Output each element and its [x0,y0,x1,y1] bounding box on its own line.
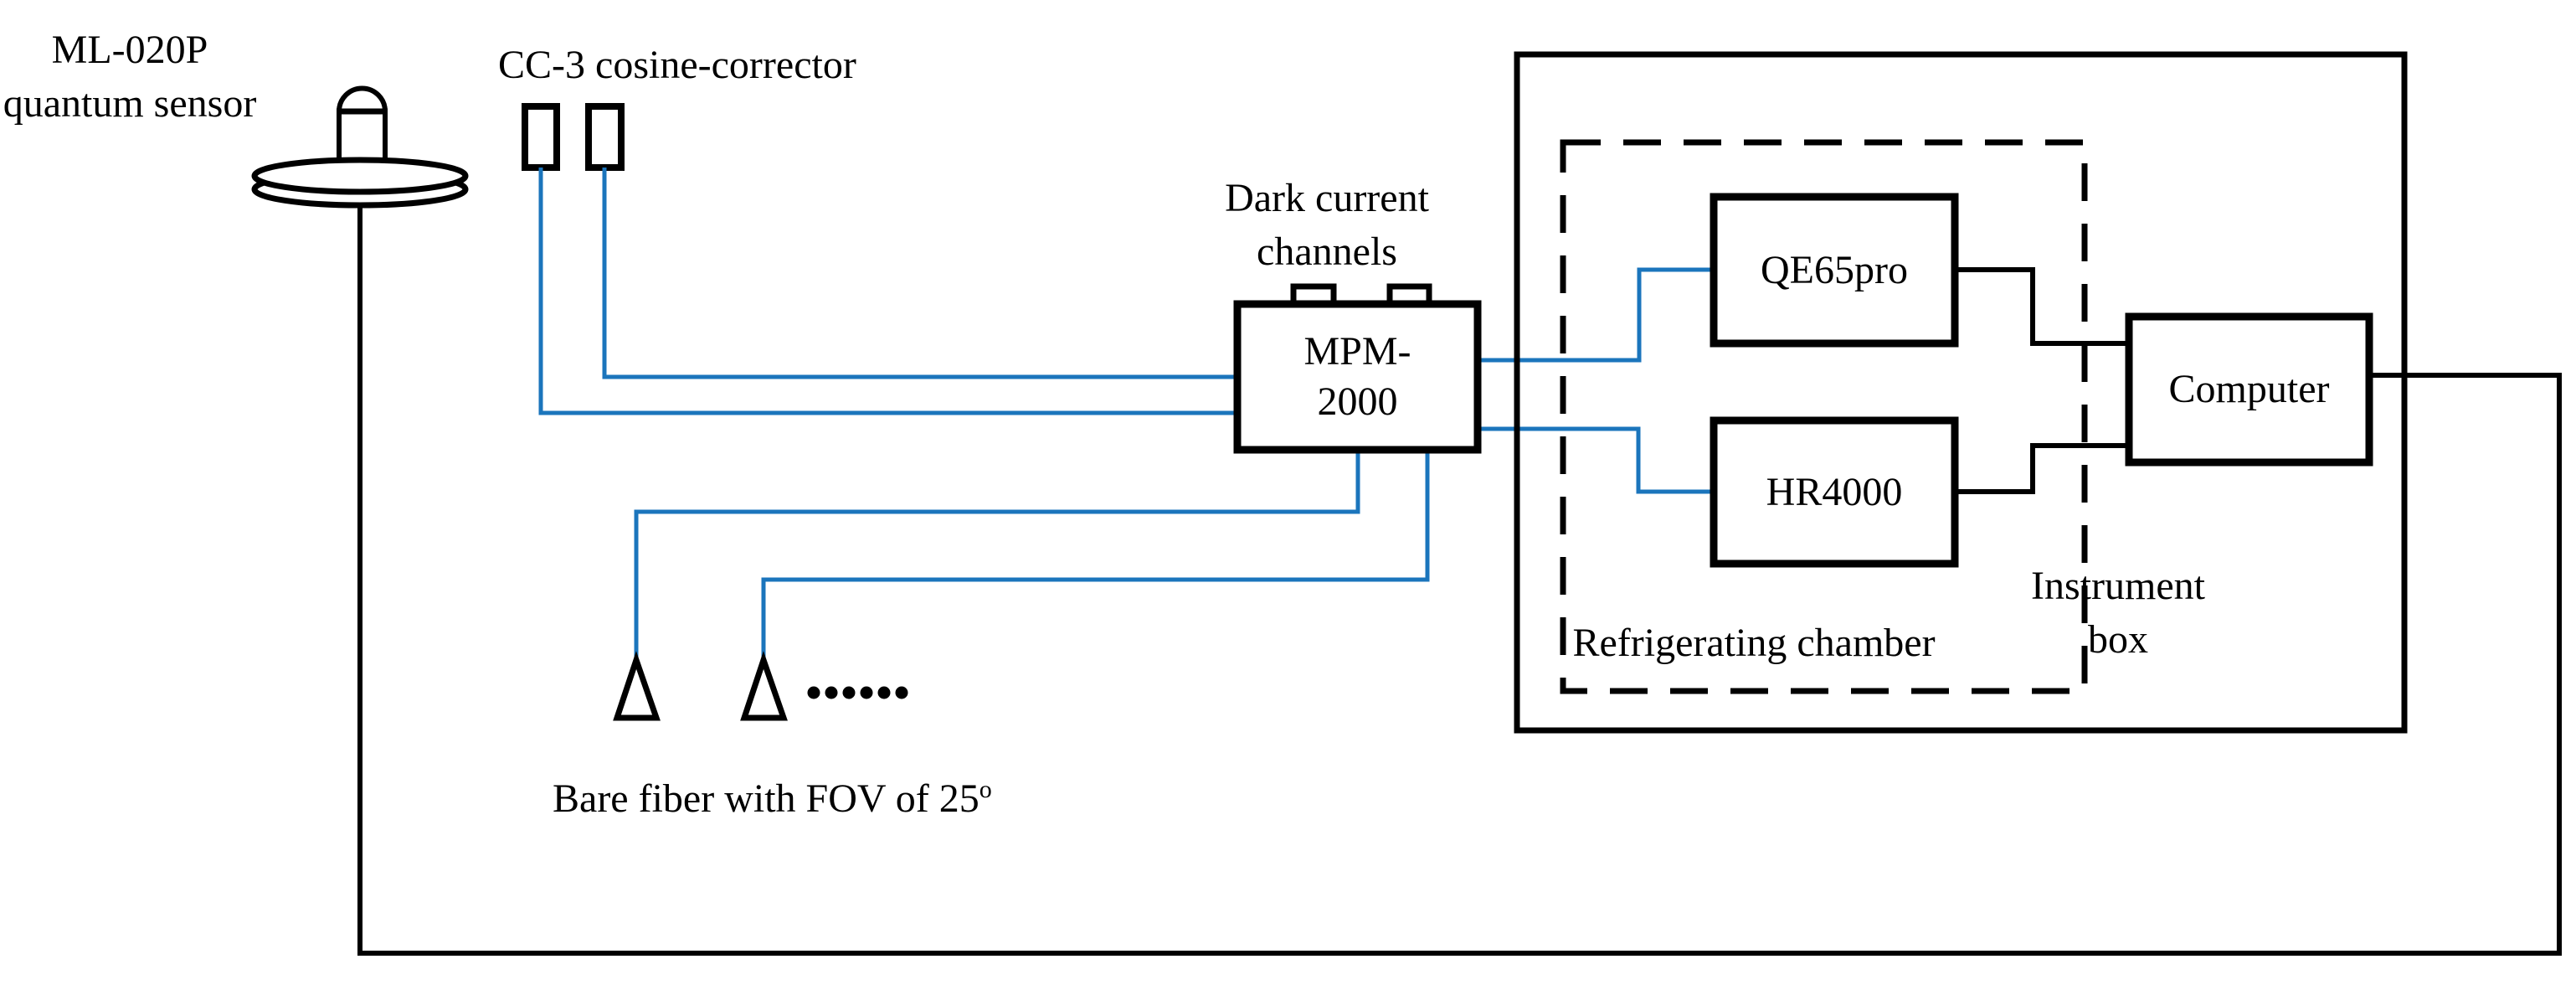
qe65pro-box [1710,193,1959,348]
bare-fiber-degree-mark: o [979,776,992,803]
computer-box-label: Computer [2168,367,2330,411]
instrument-box-label-line1: Instrument [2031,564,2205,608]
sensor-dome [336,85,388,114]
bare-fiber-triangle-1 [613,651,661,721]
instrument-box-outline [1514,51,2408,734]
quantum-sensor-figure [251,85,469,209]
instrument-box-label: Instrument box [1992,560,2244,667]
computer-box [2125,312,2373,467]
computer-sensor-loop-line [357,204,2562,956]
wire-qe65pro-to-computer [1955,267,2129,346]
wire-hr4000-to-computer [1955,443,2129,494]
mpm-box [1233,300,1482,454]
fiber-mpm-to-hr4000 [1478,426,1714,494]
dark-current-label: Dark current channels [1189,172,1465,279]
bare-fiber-label: Bare fiber with FOV of 25o [553,772,992,826]
fiber-corrector2-to-mpm [602,168,1237,379]
dark-current-label-line2: channels [1257,229,1397,274]
cosine-corrector-1 [522,103,560,171]
cosine-corrector-label: CC-3 cosine-corrector [498,43,856,87]
bare-fiber-label-text: Bare fiber with FOV of 25 [553,776,979,821]
mpm-box-label-line1: MPM- [1303,329,1411,374]
refrigerating-chamber-outline [1560,139,2088,694]
hr4000-box-label: HR4000 [1766,469,1903,514]
quantum-sensor-label-line2: quantum sensor [3,81,257,126]
fiber-mpm-to-qe65pro [1478,267,1714,363]
dark-current-label-line1: Dark current [1225,176,1429,220]
refrigerating-chamber-label: Refrigerating chamber [1572,621,1936,665]
mpm-box-label: MPM- 2000 [1237,304,1478,450]
fiber-mpm-to-bare2 [761,450,1430,658]
qe65pro-box-label: QE65pro [1761,247,1908,292]
quantum-sensor-label: ML-020P quantum sensor [0,23,260,131]
mpm-box-label-line2: 2000 [1317,379,1398,424]
cosine-corrector-2 [585,103,625,171]
quantum-sensor-label-line1: ML-020P [51,28,208,72]
more-fibers-dots [807,686,908,699]
fiber-corrector1-to-mpm [538,168,1237,415]
fiber-mpm-to-bare1 [634,450,1360,658]
instrument-box-label-line2: box [2088,617,2148,662]
sensor-disc-top [251,157,469,195]
bare-fiber-triangle-2 [740,651,788,721]
